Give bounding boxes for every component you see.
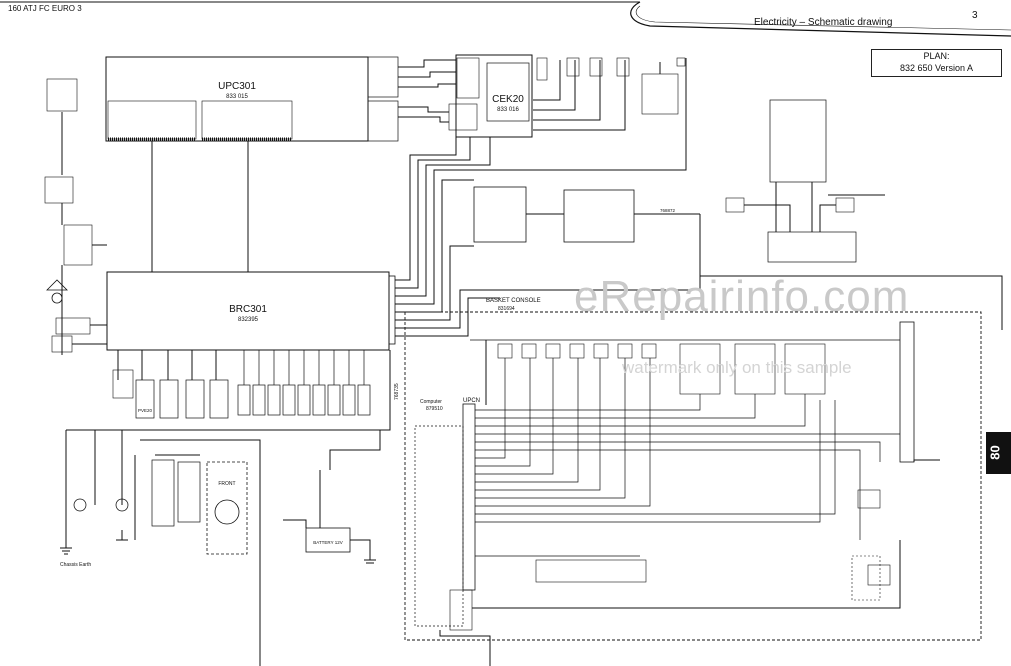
upcn-module [462,403,476,591]
header-section-title: Electricity – Schematic drawing [754,17,893,28]
side-tab: 80 [986,432,1011,474]
upc301-name: UPC301 [218,81,256,92]
watermark-note: watermark only on this sample [622,358,852,377]
plan-label: PLAN: [923,51,950,61]
basket-console-ref: 831694 [498,306,515,312]
pwm-label: PVE20 [138,408,153,413]
watermark-brand: eRepairinfo.com [574,272,910,321]
cek20-ref: 833 016 [497,107,519,113]
cek20-name: CEK20 [492,94,524,105]
basket-console-label: BASKET CONSOLE [486,298,541,304]
upc301-module [105,56,369,142]
upcn-ref: 879510 [426,406,443,412]
upcn-name: UPCN [463,398,480,404]
upc301-ref: 833 015 [226,94,248,100]
brc301-ref: 832395 [238,317,259,323]
plan-value: 832 650 Version A [899,63,974,73]
side-tab-label: 80 [987,445,1003,460]
battery-label: BATTERY 12V [313,540,343,545]
header-model: 160 ATJ FC EURO 3 [8,4,82,13]
plan-box: PLAN: 832 650 Version A [871,49,1002,77]
brc301-name: BRC301 [229,304,267,315]
page-number: 3 [972,10,978,21]
wire-768872-label: 768872 [660,208,676,213]
chassis-earth-label: Chassis Earth [60,562,91,568]
basket-console-frame [404,311,982,641]
wire-768735-label: 768735 [394,383,400,400]
front-label: FRONT [218,481,235,487]
computer-label: Computer [420,399,442,405]
cek20-module [455,54,533,138]
